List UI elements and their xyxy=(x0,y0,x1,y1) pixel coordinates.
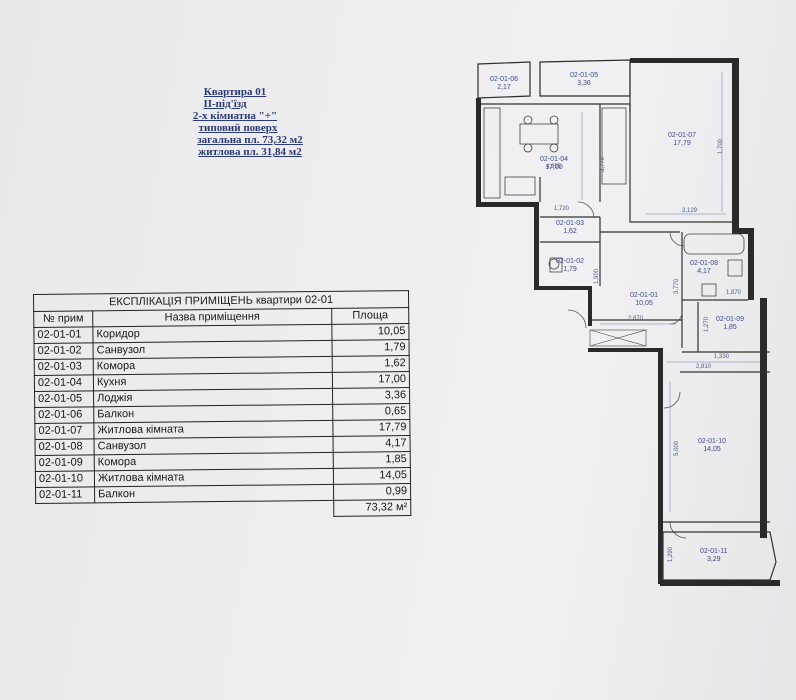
apartment-rooms: 2-х кімнатна "+" xyxy=(192,110,278,122)
dimension-label: 1,290 xyxy=(668,546,674,562)
dimension-label: 3,770 xyxy=(674,278,680,294)
room-number: 02-01-11 xyxy=(35,486,95,504)
room-label-04: 02-01-04 17,00 xyxy=(540,156,569,171)
apartment-title: Квартира 01 xyxy=(203,86,267,98)
room-number: 02-01-06 xyxy=(34,406,94,424)
dimension-label: 3,770 xyxy=(600,156,606,172)
room-number: 02-01-07 xyxy=(34,422,95,440)
apartment-total-area: загальна пл. 73,32 м2 xyxy=(197,134,303,146)
outer-walls xyxy=(476,58,780,586)
dimension-label: 2,810 xyxy=(696,364,712,370)
room-area: 10,05 xyxy=(331,323,409,341)
room-number: 02-01-01 xyxy=(33,326,94,344)
explication-table-block: ЕКСПЛІКАЦІЯ ПРИМІЩЕНЬ квартири 02-01 № п… xyxy=(33,290,411,520)
room-area: 0,99 xyxy=(333,483,411,501)
room-number: 02-01-03 xyxy=(34,358,94,376)
dimension-label: 1,900 xyxy=(594,268,600,284)
balcony-06-outline xyxy=(477,61,531,99)
dimension-label: 5,000 xyxy=(674,440,680,456)
room-label-11: 02-01-11 3,29 xyxy=(700,548,728,563)
entrance-area xyxy=(589,329,647,347)
room-label-02: 02-01-02 1,79 xyxy=(556,258,585,273)
total-spacer xyxy=(95,500,334,519)
room-area: 1,79 xyxy=(332,339,410,357)
dimension-label: 1,870 xyxy=(726,290,742,296)
apartment-entrance: II-під'їзд xyxy=(203,98,247,110)
room-area: 14,05 xyxy=(333,467,411,485)
room-area: 1,85 xyxy=(333,451,411,469)
room-area: 3,36 xyxy=(332,387,410,405)
apartment-living-area: житлова пл. 31,84 м2 xyxy=(198,146,302,158)
room-label-05: 02-01-05 3,36 xyxy=(570,72,599,87)
dimension-lines xyxy=(581,72,760,512)
door-swings xyxy=(567,201,687,539)
total-spacer xyxy=(36,503,95,520)
room-label-09: 02-01-09 1,85 xyxy=(716,316,745,331)
balcony-11-outline xyxy=(662,531,777,581)
explication-total-row: 73,32 м² xyxy=(36,499,411,520)
room-area: 0,65 xyxy=(332,403,410,421)
room-number: 02-01-08 xyxy=(35,438,95,456)
room-area: 17,00 xyxy=(332,371,410,389)
room-number: 02-01-09 xyxy=(35,454,95,472)
room-label-10: 02-01-10 14,05 xyxy=(698,438,727,453)
dimension-label: 3,129 xyxy=(682,208,698,214)
room-label-07: 02-01-07 17,79 xyxy=(668,132,697,147)
room-area: 17,79 xyxy=(332,419,411,437)
dimension-label: 2,870 xyxy=(628,316,644,322)
room-number: 02-01-05 xyxy=(34,390,94,408)
dimension-label: 1,330 xyxy=(714,354,730,360)
room-number: 02-01-02 xyxy=(34,342,94,360)
kitchen-furniture xyxy=(483,107,627,199)
room-label-08: 02-01-08 4,17 xyxy=(690,260,719,275)
apartment-floor: типовий поверх xyxy=(198,122,278,134)
dimension-label: 1,720 xyxy=(554,206,570,212)
inner-walls xyxy=(481,63,770,523)
room-label-03: 02-01-03 1,62 xyxy=(556,220,585,235)
header-number: № прим xyxy=(33,310,93,328)
dimension-label: 1,700 xyxy=(718,138,724,154)
room-label-06: 02-01-06 2,17 xyxy=(490,76,519,91)
room-label-01: 02-01-01 10,05 xyxy=(630,292,659,307)
apartment-info-block: Квартира 01 II-під'їзд 2-х кімнатна "+" … xyxy=(160,86,320,158)
bathroom-fixtures xyxy=(548,233,745,297)
header-area: Площа xyxy=(331,307,409,325)
dimension-label: 4,955 xyxy=(546,164,562,170)
room-number: 02-01-04 xyxy=(34,374,94,392)
room-number: 02-01-10 xyxy=(35,470,95,488)
room-area: 4,17 xyxy=(333,435,411,453)
floor-plan: 02-01-06 2,17 02-01-05 3,36 02-01-07 17,… xyxy=(470,52,780,602)
floor-plan-drawing xyxy=(476,58,780,586)
dimension-label: 1,270 xyxy=(704,316,710,332)
room-area: 1,62 xyxy=(332,355,410,373)
total-area: 73,32 м² xyxy=(333,499,411,517)
